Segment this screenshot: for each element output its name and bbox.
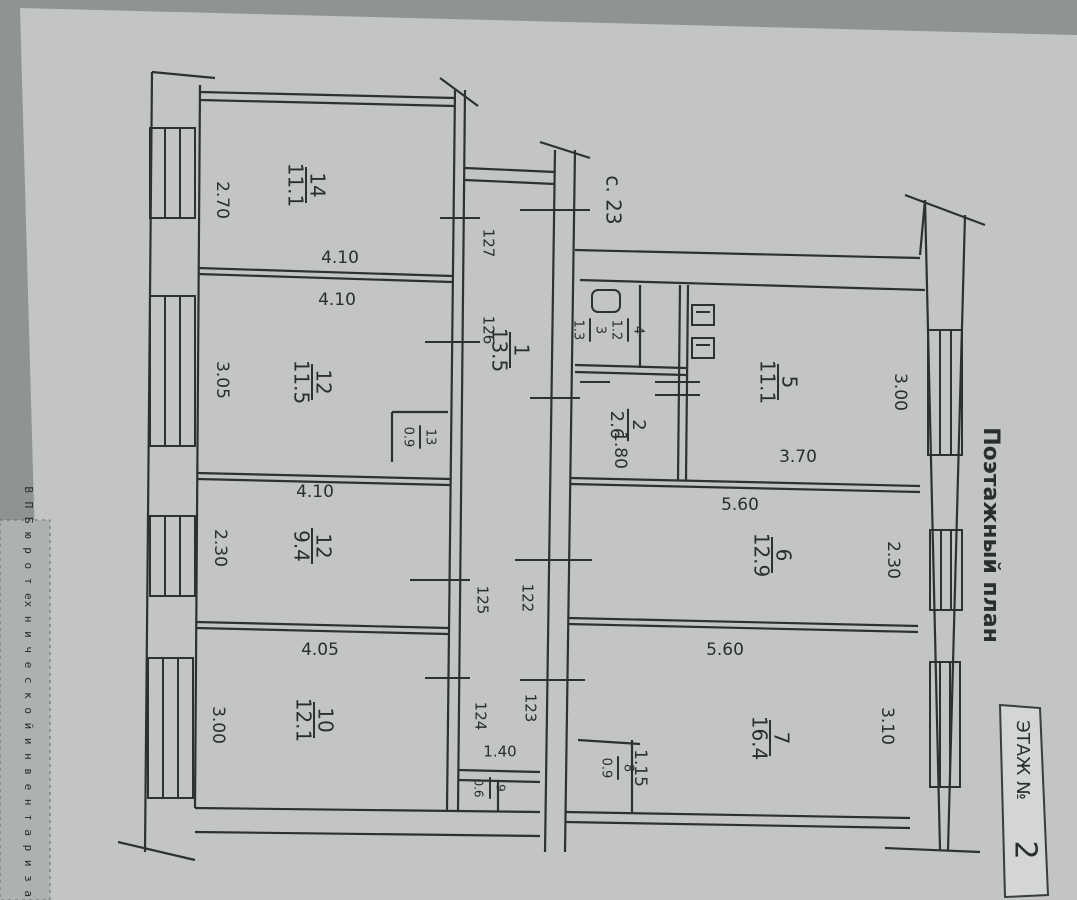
room-8-13-width: 1.15 — [630, 749, 650, 787]
room-5-10-area: 11.1 — [756, 360, 780, 405]
room-3-8-number: 3 — [593, 326, 608, 334]
room-12-3-width: 2.30 — [210, 529, 230, 567]
room-6-11-length: 5.60 — [721, 495, 759, 515]
room-10-4-length: 4.05 — [301, 640, 339, 660]
room-4-7-number: 4 — [631, 326, 646, 334]
sanitary-fixtures — [591, 289, 715, 359]
room-7-12-number: 7 — [770, 732, 794, 745]
room-6-11-area: 12.9 — [750, 533, 774, 578]
room-5-10-width: 3.00 — [890, 373, 910, 411]
room-10-4-width: 3.00 — [208, 706, 228, 744]
room-12-3-area: 9.4 — [290, 530, 314, 562]
room-6-11-number: 6 — [772, 549, 796, 562]
room-8-13-area: 0.9 — [599, 758, 614, 779]
floor-stamp-number: 2 — [1008, 840, 1043, 859]
room-4-7-area: 1.2 — [609, 320, 624, 341]
side-stamp: В П Б ю р о т ех н и ч е с к о й и н в е… — [22, 486, 35, 900]
room-1-5-number: 1 — [510, 344, 534, 357]
ceiling-height-1: 126 — [480, 316, 498, 345]
ceiling-height-3: 124 — [472, 702, 490, 731]
ceiling-height-0: 127 — [480, 229, 498, 258]
room-13-2-number: 13 — [423, 429, 438, 446]
room-12-3-length: 4.10 — [296, 482, 334, 502]
room-2-9-area: 2.6 — [606, 411, 627, 440]
room-7-12-length: 5.60 — [706, 640, 744, 660]
paper-sheet — [20, 8, 1077, 900]
room-12-1-area: 11.5 — [290, 360, 314, 405]
room-9-6-area: 0.6 — [472, 778, 486, 797]
floor-stamp — [998, 703, 1050, 899]
room-7-12-area: 16.4 — [748, 716, 772, 761]
side-stamp-strip — [0, 519, 51, 900]
room-14-0-number: 14 — [306, 172, 330, 197]
room-10-4-number: 10 — [314, 707, 338, 732]
room-13-2-area: 0.9 — [401, 427, 416, 448]
room-2-9-width: 1.80 — [610, 431, 630, 469]
floor-stamp-label: ЭТАЖ № — [1012, 720, 1033, 800]
room-5-10-number: 5 — [778, 376, 802, 389]
windows-left — [147, 127, 196, 799]
ceiling-height-2: 125 — [474, 586, 492, 615]
room-3-8-area: 1.3 — [571, 320, 586, 341]
stair-mark: с. 23 — [602, 175, 626, 224]
room-14-0-length: 4.10 — [321, 248, 359, 268]
ceiling-height-4: 122 — [519, 584, 537, 613]
room-8-13-number: 8 — [621, 764, 636, 772]
plan-title: Поэтажный план — [978, 427, 1003, 643]
room-6-11-width: 2.30 — [883, 541, 903, 579]
room-9-6-number: 9 — [494, 784, 508, 792]
door-ticks — [410, 209, 700, 681]
room-12-1-number: 12 — [312, 369, 336, 394]
room-10-4-area: 12.1 — [292, 698, 316, 743]
windows-right — [927, 329, 963, 788]
room-5-10-length: 3.70 — [779, 447, 817, 467]
room-14-0-area: 11.1 — [284, 163, 308, 208]
room-7-12-width: 3.10 — [877, 707, 897, 745]
ceiling-height-5: 123 — [522, 694, 540, 723]
room-12-1-length: 4.10 — [318, 290, 356, 310]
room-12-1-width: 3.05 — [212, 361, 232, 399]
room-1-5-area: 13.5 — [488, 328, 512, 373]
room-14-0-width: 2.70 — [212, 181, 232, 219]
plan-labels: 1411.11211.5130.9129.41012.1113.590.641.… — [22, 163, 1043, 900]
room-12-3-number: 12 — [312, 533, 336, 558]
room-9-width: 1.40 — [483, 743, 516, 761]
room-2-9-number: 2 — [628, 419, 649, 430]
